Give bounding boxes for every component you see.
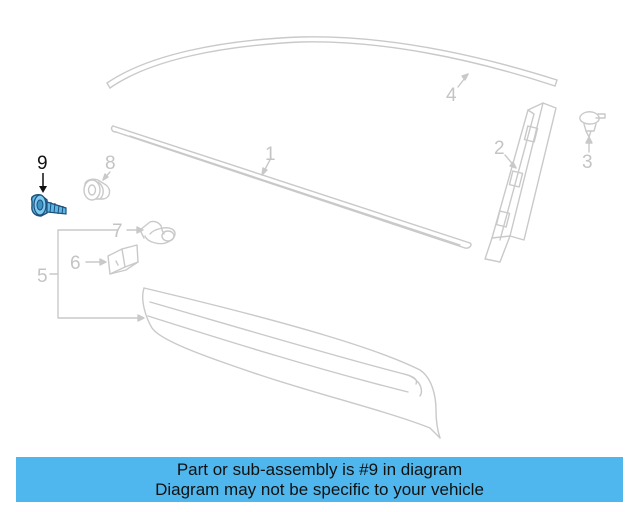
retainer-part-7 — [139, 220, 176, 245]
banner-line-part-number: Part or sub-assembly is #9 in diagram — [176, 459, 463, 479]
roof-molding-part-4 — [106, 36, 558, 89]
bolt-part-9[interactable] — [30, 194, 67, 217]
callout-7: 7 — [112, 221, 123, 242]
callout-8: 8 — [105, 153, 116, 174]
leader-arrow-3 — [585, 136, 593, 144]
leader-arrow-5 — [137, 314, 145, 322]
callout-4: 4 — [446, 85, 457, 106]
callout-6: 6 — [70, 253, 81, 274]
leader-arrow-7 — [136, 226, 144, 234]
banner-line-disclaimer: Diagram may not be specific to your vehi… — [155, 479, 484, 499]
leader-arrow-8 — [102, 173, 109, 181]
belt-molding-part-1 — [110, 125, 472, 249]
leader-arrow-4 — [461, 73, 469, 81]
clip-part-3 — [579, 111, 606, 138]
bracket-part-6 — [107, 244, 139, 275]
leader-arrow-9 — [39, 186, 47, 193]
info-banner: Part or sub-assembly is #9 in diagram Di… — [16, 457, 623, 502]
leader-arrow-2 — [509, 161, 517, 169]
pillar-trim-part-2 — [484, 102, 557, 263]
callout-9: 9 — [37, 153, 48, 174]
callout-2: 2 — [494, 138, 505, 159]
group-bracket-5 — [57, 229, 141, 319]
callout-1: 1 — [265, 144, 276, 165]
callout-3: 3 — [582, 152, 593, 173]
door-molding-part-5 — [142, 287, 441, 439]
callout-5: 5 — [37, 266, 48, 287]
leader-arrow-1 — [261, 167, 268, 176]
grommet-part-8 — [83, 178, 111, 201]
leader-arrow-6 — [99, 258, 107, 266]
